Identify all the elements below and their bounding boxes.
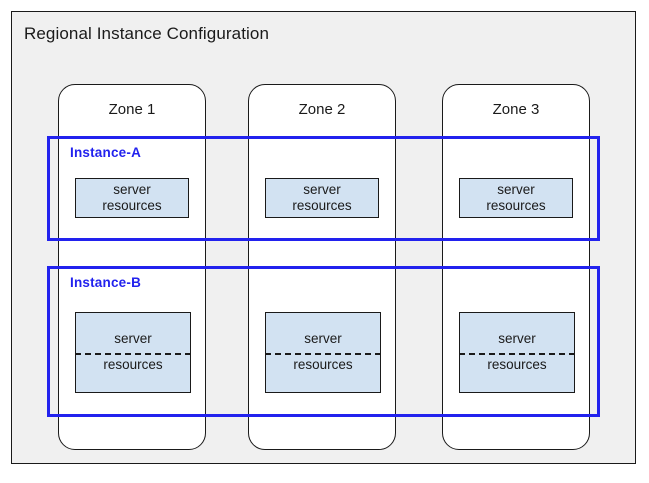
server-resources-box[interactable]: server resources (75, 312, 191, 393)
server-resources-box[interactable]: server resources (459, 178, 573, 218)
server-resources-box[interactable]: server resources (459, 312, 575, 393)
region-container: Regional Instance Configuration Zone 1 Z… (11, 11, 636, 464)
instance-label-a: Instance-A (70, 145, 142, 160)
zone-label-2: Zone 2 (298, 101, 346, 118)
instance-band-b[interactable]: Instance-B (47, 266, 600, 417)
server-resources-line-1: server (497, 181, 535, 197)
server-resources-box[interactable]: server resources (75, 178, 189, 218)
server-resources-line-2: resources (292, 198, 352, 213)
server-resources-line-1: server (303, 181, 341, 197)
server-resources-line-1: server (304, 331, 342, 346)
server-resources-line-2: resources (486, 198, 546, 213)
zone-label-1: Zone 1 (108, 101, 156, 118)
resource-split-divider (75, 352, 191, 355)
server-resources-line-1: server (113, 181, 151, 197)
resource-split-divider (265, 352, 381, 355)
instance-band-a[interactable]: Instance-A (47, 136, 600, 241)
server-resources-line-2: resources (293, 357, 353, 372)
server-resources-line-2: resources (487, 357, 547, 372)
server-resources-line-2: resources (102, 198, 162, 213)
resource-split-divider (459, 352, 575, 355)
page-title: Regional Instance Configuration (24, 24, 270, 43)
server-resources-line-1: server (498, 331, 536, 346)
instance-label-b: Instance-B (70, 275, 142, 290)
server-resources-line-1: server (114, 331, 152, 346)
server-resources-line-2: resources (103, 357, 163, 372)
server-resources-box[interactable]: server resources (265, 178, 379, 218)
server-resources-box[interactable]: server resources (265, 312, 381, 393)
zone-label-3: Zone 3 (492, 101, 540, 118)
